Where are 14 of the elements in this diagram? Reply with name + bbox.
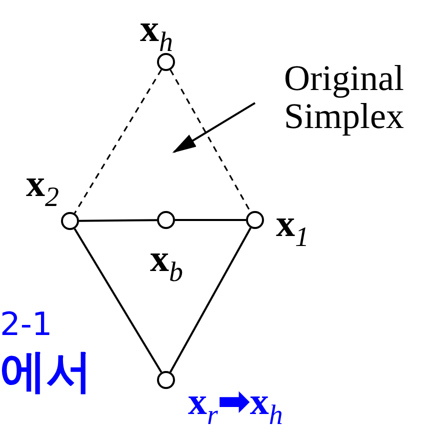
line [74,228,162,373]
vertex-circle [157,371,175,389]
heading-text: 에서 [0,348,92,394]
dashed-line [74,69,162,214]
line [170,227,252,373]
annotation-text: Original Simplex [284,60,434,136]
vertex-circle [157,53,175,71]
vertex-circle [157,211,175,229]
line [78,219,158,222]
arrow [172,102,256,154]
line [175,219,246,221]
vertex-circle [61,212,79,230]
vertex-circle [246,211,264,229]
section-number: 2-1 [0,308,52,340]
